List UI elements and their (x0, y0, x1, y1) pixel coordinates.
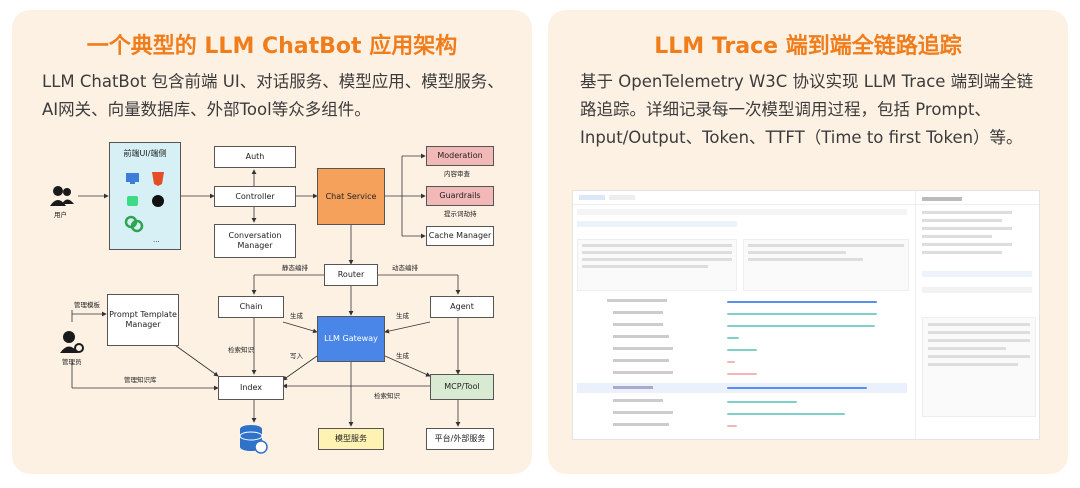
controller-box: Controller (214, 186, 296, 207)
prompt-hijack-label: 提示词劫持 (444, 210, 477, 218)
mcp-retrieve-label: 检索知识 (374, 392, 400, 400)
architecture-panel: 一个典型的 LLM ChatBot 应用架构 LLM ChatBot 包含前端 … (12, 10, 532, 474)
mcp-generate-label: 生成 (396, 352, 409, 360)
router-box: Router (324, 264, 378, 286)
manage-kb-label: 管理知识库 (124, 376, 157, 384)
frontend-ui-label: 前端UI/端侧 (123, 149, 167, 158)
dynamic-orchestration-label: 动态编排 (392, 264, 418, 272)
agent-box: Agent (430, 296, 494, 318)
user-label: 用户 (54, 211, 67, 219)
trace-description: 基于 OpenTelemetry W3C 协议实现 LLM Trace 端到端全… (580, 72, 1034, 147)
frontend-platform-icons (124, 172, 164, 233)
trace-panel: LLM Trace 端到端全链路追踪 基于 OpenTelemetry W3C … (548, 10, 1068, 474)
moderation-box: Moderation (426, 146, 494, 166)
content-audit-label: 内容审查 (444, 170, 470, 178)
model-service-box: 模型服务 (318, 428, 384, 450)
trace-screenshot-toolbar (573, 191, 1039, 205)
trace-detail-pane (915, 191, 1039, 439)
trace-screenshot (572, 190, 1040, 440)
index-box: Index (218, 376, 284, 400)
vector-database-icon (239, 425, 268, 454)
android-icon (127, 196, 138, 206)
html5-icon (152, 172, 164, 186)
llm-gateway-box: LLM Gateway (317, 316, 385, 362)
platform-service-box: 平台/外部服务 (426, 428, 494, 450)
admin-label: 管理员 (62, 358, 82, 366)
architecture-title: 一个典型的 LLM ChatBot 应用架构 (86, 34, 458, 59)
auth-box: Auth (214, 146, 296, 168)
more-platforms-label: ... (153, 236, 160, 244)
desktop-icon (126, 173, 139, 182)
mcp-tool-box: MCP/Tool (430, 374, 494, 400)
agent-generate-label: 生成 (396, 312, 409, 320)
admin-icon (60, 331, 84, 353)
chain-retrieve-label: 检索知识 (228, 346, 254, 354)
chain-generate-label: 生成 (290, 312, 303, 320)
chat-service-box: Chat Service (317, 168, 385, 225)
trace-input-block (577, 239, 737, 291)
apple-icon (152, 195, 164, 207)
manage-template-label: 管理模板 (74, 301, 100, 309)
prompt-template-manager-box: Prompt Template Manager (107, 294, 179, 346)
guardrails-box: Guardrails (426, 186, 494, 206)
trace-title: LLM Trace 端到端全链路追踪 (654, 34, 962, 59)
diagram-connectors (71, 153, 461, 427)
architecture-description: LLM ChatBot 包含前端 UI、对话服务、模型应用、模型服务、AI网关、… (42, 72, 504, 119)
chain-box: Chain (218, 296, 284, 318)
trace-span-list (577, 297, 907, 437)
trace-output-block (743, 239, 909, 291)
cache-manager-box: Cache Manager (426, 226, 494, 246)
user-icon (50, 186, 74, 206)
architecture-diagram: 用户 前端UI/端侧 ... Auth Controller Conversat… (12, 10, 532, 474)
write-label: 写入 (290, 352, 303, 360)
conversation-manager-box: Conversation Manager (214, 224, 296, 258)
frontend-ui-box: 前端UI/端侧 (109, 142, 181, 250)
static-orchestration-label: 静态编排 (282, 264, 308, 272)
